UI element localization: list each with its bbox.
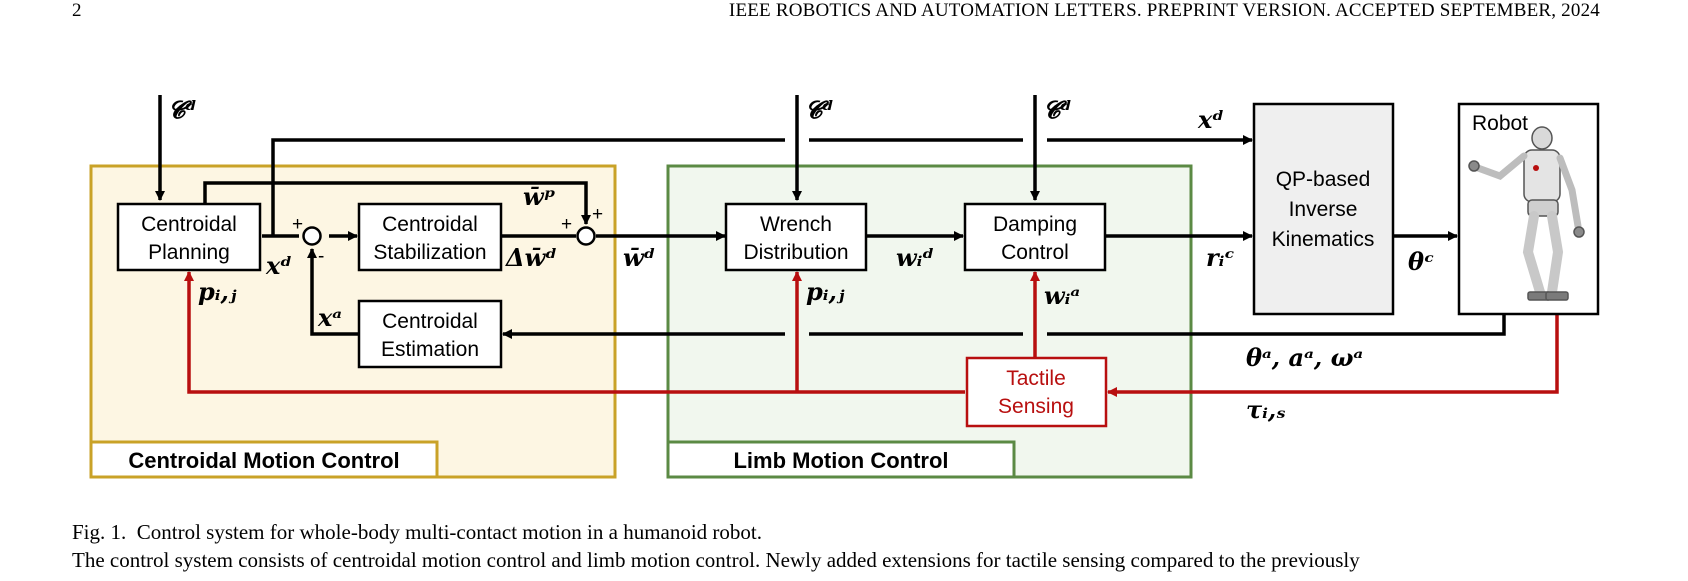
qp-inverse-kinematics-block xyxy=(1252,102,1395,316)
wrench-distribution-block xyxy=(724,202,868,272)
qp-ik-line3: Kinematics xyxy=(1272,228,1375,251)
tactile-sensing-line1: Tactile xyxy=(1006,367,1066,390)
tactile-sensing-block xyxy=(965,356,1108,428)
centroidal-planning-line2: Planning xyxy=(148,241,230,264)
centroidal-stabilization-block xyxy=(357,202,503,272)
figure-title: Control system for whole-body multi-cont… xyxy=(136,520,763,544)
label-delta-w-bar-d: Δw̄ᵈ xyxy=(505,243,557,272)
qp-ik-line2: Inverse xyxy=(1289,198,1358,221)
summing-junction-1 xyxy=(302,226,322,246)
label-w-i-a: wᵢᵃ xyxy=(1044,281,1080,310)
damping-control-line2: Control xyxy=(1001,241,1069,264)
summing-junction-2 xyxy=(576,226,596,246)
label-c-desired-2: 𝓒ᵈ xyxy=(805,95,834,124)
label-w-bar-d: w̄ᵈ xyxy=(623,243,656,272)
label-x-desired-top: xᵈ xyxy=(1197,105,1224,134)
centroidal-stabilization-line1: Centroidal xyxy=(382,213,478,236)
damping-control-line1: Damping xyxy=(993,213,1077,236)
tactile-sensing-line2: Sensing xyxy=(998,395,1074,418)
limb-group-label-box xyxy=(666,440,1016,479)
label-p-ij-mid: pᵢ,ⱼ xyxy=(806,277,845,306)
humanoid-robot-image xyxy=(1468,126,1585,301)
label-theta-c: θᶜ xyxy=(1408,247,1434,276)
qp-ik-line1: QP-based xyxy=(1276,168,1371,191)
centroidal-group-label-box xyxy=(89,440,439,479)
sign-plus-2: + xyxy=(561,214,572,235)
centroidal-group-label: Centroidal Motion Control xyxy=(128,448,399,473)
centroidal-estimation-line2: Estimation xyxy=(381,338,479,361)
label-tau-is: τᵢ,ₛ xyxy=(1246,395,1286,424)
centroidal-planning-line1: Centroidal xyxy=(141,213,237,236)
label-c-desired-3: 𝓒ᵈ xyxy=(1043,95,1072,124)
control-system-diagram: Centroidal Motion Control Limb Motion Co… xyxy=(89,95,1600,479)
label-r-i-c: rᵢᶜ xyxy=(1206,243,1235,272)
wrench-distribution-line2: Distribution xyxy=(743,241,848,264)
damping-control-block xyxy=(963,202,1107,272)
figure-caption-title: Fig. 1. Control system for whole-body mu… xyxy=(72,520,762,545)
centroidal-estimation-block xyxy=(357,299,503,369)
sign-minus-1: - xyxy=(318,246,324,267)
label-theta-a-a-a-omega-a: θᵃ, aᵃ, ωᵃ xyxy=(1246,343,1363,372)
figure-caption-body: The control system consists of centroida… xyxy=(72,548,1360,572)
centroidal-stabilization-line2: Stabilization xyxy=(373,241,486,264)
label-w-bar-p: w̄ᵖ xyxy=(523,182,556,211)
limb-group-label: Limb Motion Control xyxy=(733,448,948,473)
centroidal-planning-block xyxy=(116,202,262,272)
label-x-desired-left: xᵈ xyxy=(265,251,292,280)
wrench-distribution-line1: Wrench xyxy=(760,213,832,236)
label-w-i-d: wᵢᵈ xyxy=(896,243,934,272)
figure-label: Fig. 1. xyxy=(72,520,127,544)
sign-plus-1: + xyxy=(292,214,303,235)
label-c-desired-1: 𝓒ᵈ xyxy=(168,95,197,124)
label-x-actual: xᵃ xyxy=(317,303,342,332)
robot-label: Robot xyxy=(1472,112,1528,135)
sign-plus-3: + xyxy=(592,204,603,225)
label-p-ij-left: pᵢ,ⱼ xyxy=(198,277,237,306)
centroidal-estimation-line1: Centroidal xyxy=(382,310,478,333)
page-number: 2 xyxy=(72,0,82,21)
journal-header: IEEE ROBOTICS AND AUTOMATION LETTERS. PR… xyxy=(728,0,1600,21)
